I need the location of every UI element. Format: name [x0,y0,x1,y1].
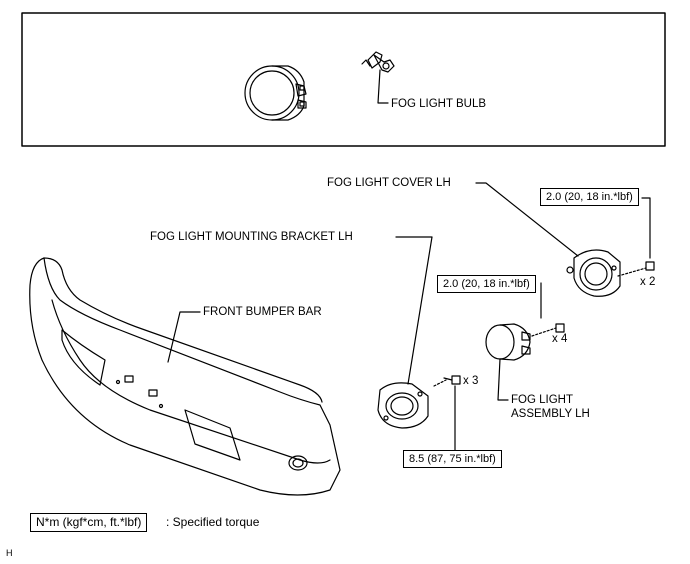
bracket-bolts [433,375,461,387]
front-bumper-bar [29,257,341,496]
bracket-torque-box: 8.5 (87, 75 in.*lbf) [403,450,502,468]
fog-light-cover [566,249,621,297]
bracket-leader-line [395,236,433,385]
bulb-leader-line [377,69,389,104]
fog-light-assembly-label-line1: FOG LIGHT [511,394,573,406]
legend-unit-box: N*m (kgf*cm, ft.*lbf) [30,513,148,532]
inset-frame [21,12,666,147]
inset-fog-light-bulb [361,51,395,73]
assembly-leader-line [497,358,509,401]
corner-code: H [6,548,13,558]
fog-light-bulb-label: FOG LIGHT BULB [391,98,487,110]
assembly-torque-box: 2.0 (20, 18 in.*lbf) [437,275,536,293]
inset-fog-light-assembly [244,65,307,121]
assembly-bolts [531,323,565,337]
bracket-bolt-quantity: x 3 [463,375,479,387]
cover-leader-line [475,182,579,257]
assembly-bolt-quantity: x 4 [552,333,568,345]
fog-light-assembly [485,323,531,361]
bumper-leader-line [167,311,201,363]
cover-torque-box: 2.0 (20, 18 in.*lbf) [540,188,639,206]
legend-description: : Specified torque [166,515,260,529]
fog-light-cover-label: FOG LIGHT COVER LH [327,177,451,189]
cover-bolts [617,261,655,277]
fog-light-mounting-bracket [377,382,429,429]
cover-torque-leader [641,197,651,259]
mounting-bracket-label: FOG LIGHT MOUNTING BRACKET LH [150,231,353,243]
fog-light-assembly-label-line2: ASSEMBLY LH [511,408,590,420]
cover-bolt-quantity: x 2 [640,276,656,288]
front-bumper-bar-label: FRONT BUMPER BAR [203,306,322,318]
